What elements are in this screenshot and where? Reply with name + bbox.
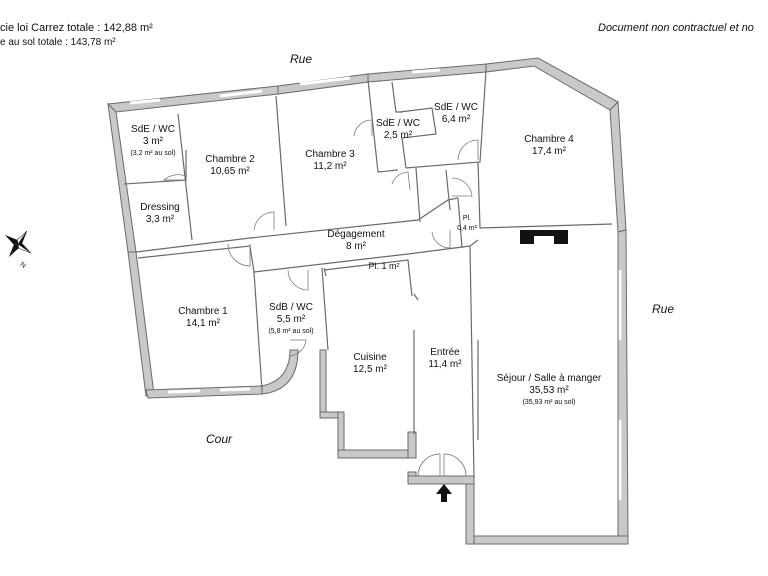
room-placard-1: Pl.0,4 m²	[457, 215, 477, 232]
street-top: Rue	[290, 52, 313, 66]
door-swings	[162, 119, 479, 477]
street-right: Rue	[652, 302, 675, 316]
fireplace-icon	[520, 230, 568, 244]
interior-walls	[123, 69, 613, 479]
carrez-total: cie loi Carrez totale : 142,88 m²	[0, 22, 153, 34]
courtyard: Cour	[206, 432, 233, 446]
surface-sol-totale: e au sol totale : 143,78 m²	[0, 37, 116, 48]
compass-rose-icon	[4, 230, 32, 258]
exterior-walls	[106, 57, 629, 545]
room-placard-2: Pl. 1 m²	[368, 261, 400, 271]
disclaimer: Document non contractuel et no	[598, 22, 754, 34]
entrance-arrow-icon	[436, 484, 452, 502]
windows	[129, 68, 622, 500]
